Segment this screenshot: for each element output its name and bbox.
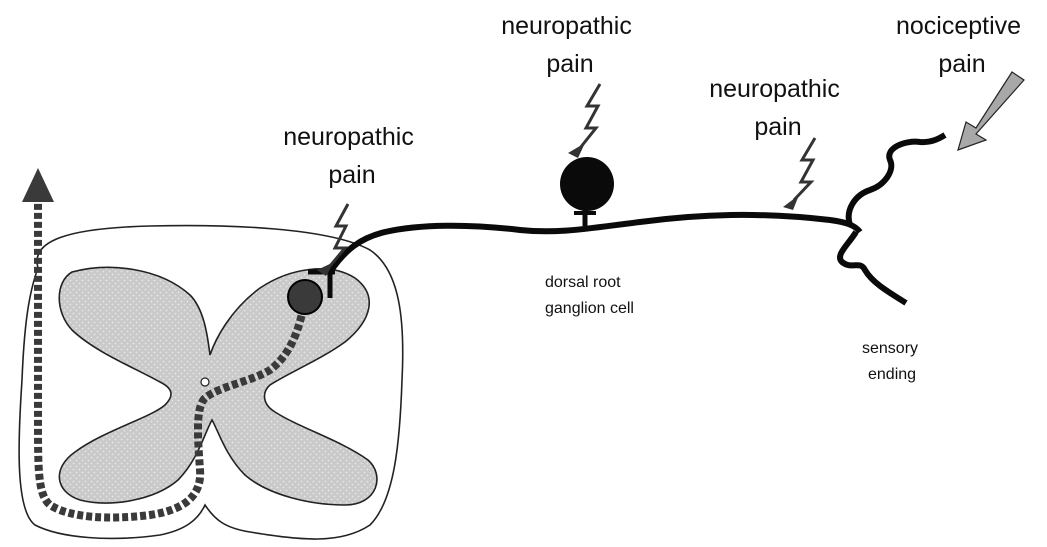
sensory-ending-lower-branch: [840, 232, 906, 303]
dorsal-horn-neuron: [288, 280, 322, 314]
nociceptive-label: nociceptive pain: [896, 12, 1028, 78]
nociceptive-line2: pain: [938, 50, 985, 78]
neuropathic-nerve-line1: neuropathic: [709, 75, 840, 103]
drg-cell-label: dorsal root ganglion cell: [545, 274, 634, 317]
drg-cell-line2: ganglion cell: [545, 300, 634, 317]
sensory-ending-line2: ending: [868, 366, 916, 383]
neuropathic-drg-label: neuropathic pain: [501, 12, 639, 78]
central-canal: [201, 378, 209, 386]
lightning-arrowhead-nerve-icon: [783, 195, 799, 210]
drg-cell-body: [560, 157, 614, 211]
sensory-ending-label: sensory ending: [862, 340, 922, 383]
neuropathic-spinal-label: neuropathic pain: [283, 123, 421, 189]
sensory-ending-line1: sensory: [862, 340, 918, 357]
neuropathic-spinal-line1: neuropathic: [283, 123, 414, 151]
neuropathic-nerve-line2: pain: [754, 113, 801, 141]
primary-afferent-axon: [330, 215, 860, 272]
nociceptive-line1: nociceptive: [896, 12, 1021, 40]
neuropathic-drg-line2: pain: [546, 50, 593, 78]
lightning-bolt-nerve-icon: [794, 138, 815, 200]
neuropathic-nerve-label: neuropathic pain: [709, 75, 847, 141]
lightning-bolt-drg-icon: [580, 84, 600, 148]
ascending-arrow-head: [22, 168, 54, 202]
nociceptive-arrow-icon: [958, 72, 1024, 150]
lightning-arrowhead-drg-icon: [568, 143, 585, 158]
neuropathic-drg-line1: neuropathic: [501, 12, 632, 40]
neuropathic-spinal-line2: pain: [328, 161, 375, 189]
sensory-ending-upper-branch: [849, 135, 945, 225]
drg-cell-line1: dorsal root: [545, 274, 621, 291]
